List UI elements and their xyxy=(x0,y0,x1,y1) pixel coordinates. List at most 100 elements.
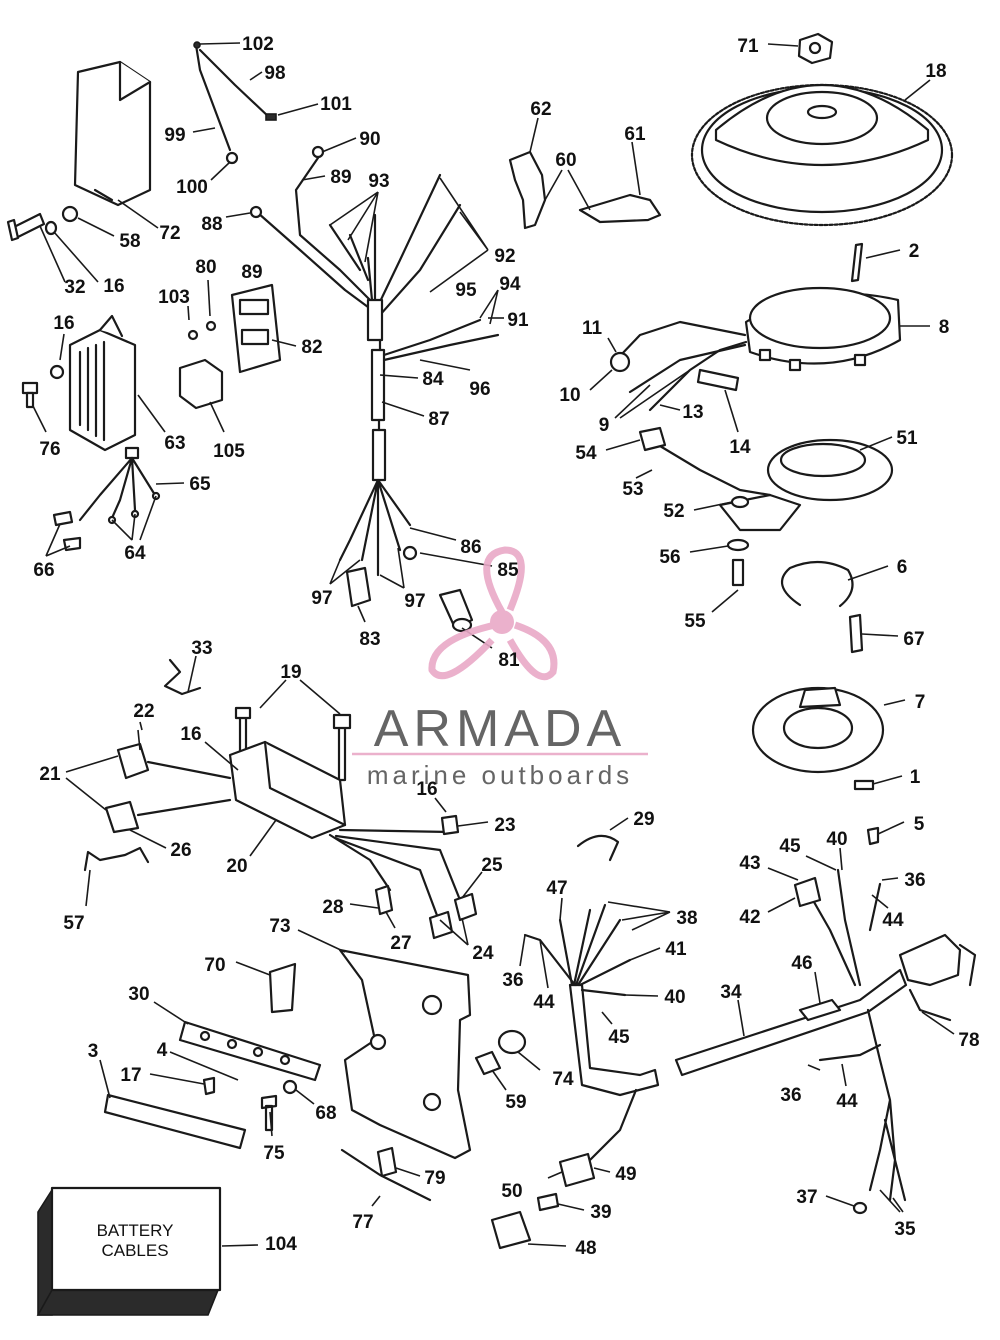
callout-65-28: 65 xyxy=(189,474,211,495)
part-45-harness-wrapped xyxy=(523,903,660,1188)
callout-90-9: 90 xyxy=(359,129,380,150)
callout-28-71: 28 xyxy=(322,897,343,918)
part-81-fuse-holder xyxy=(438,588,474,633)
part-22-coil xyxy=(116,742,150,780)
callout-1-58: 1 xyxy=(910,767,921,788)
part-62-spark-plug-boot xyxy=(508,150,547,230)
callout-51-50: 51 xyxy=(896,428,918,449)
callout-82-20: 82 xyxy=(301,337,322,358)
callout-53-51: 53 xyxy=(622,479,643,500)
callout-89-13: 89 xyxy=(241,262,262,283)
callout-105-27: 105 xyxy=(213,441,245,462)
part-16-washer-b xyxy=(49,364,65,380)
callout-38-77: 38 xyxy=(676,908,697,929)
callout-49-103: 49 xyxy=(615,1164,636,1185)
part-48-clamp xyxy=(490,1210,532,1250)
callout-64-29: 64 xyxy=(124,543,146,564)
callout-39-107: 39 xyxy=(590,1202,611,1223)
part-56-washer xyxy=(726,538,750,552)
part-70-bracket xyxy=(268,962,297,1014)
part-2-screw xyxy=(850,242,864,283)
callout-89-10: 89 xyxy=(330,167,351,188)
part-39-clip xyxy=(536,1192,560,1212)
callout-42-87: 42 xyxy=(739,907,760,928)
part-55-screw xyxy=(731,558,745,587)
callout-34-90: 34 xyxy=(720,982,742,1003)
callout-50-104: 50 xyxy=(501,1181,522,1202)
part-84-main-harness xyxy=(249,145,500,577)
part-63-regulator xyxy=(68,314,137,452)
part-73-mounting-plate xyxy=(338,948,472,1160)
callout-84-21: 84 xyxy=(422,369,444,390)
part-26-coil xyxy=(104,800,140,834)
callout-30-93: 30 xyxy=(128,984,149,1005)
part-58-washer xyxy=(61,205,79,223)
part-18-flywheel xyxy=(690,83,954,227)
callout-4-94: 4 xyxy=(157,1040,168,1061)
callout-44-80: 44 xyxy=(533,992,555,1013)
callout-16-8: 16 xyxy=(103,276,124,297)
callout-26-67: 26 xyxy=(170,840,191,861)
part-5-screw xyxy=(866,826,880,846)
part-34-main-harness xyxy=(674,868,977,1215)
callout-99-3: 99 xyxy=(164,125,185,146)
callout-23-66: 23 xyxy=(494,815,515,836)
part-98-wire-lead xyxy=(193,41,277,165)
callout-61-39: 61 xyxy=(624,124,646,145)
callout-44-102: 44 xyxy=(836,1091,858,1112)
callout-100-4: 100 xyxy=(176,177,208,198)
watermark-title: ARMADA xyxy=(374,700,626,758)
part-23-clamp xyxy=(440,814,460,836)
part-77-ground-strap xyxy=(340,1148,432,1202)
part-17-screw xyxy=(202,1076,216,1096)
part-16-washer xyxy=(44,220,58,236)
part-19-screw-b xyxy=(332,713,352,782)
callout-76-25: 76 xyxy=(39,439,60,460)
callout-74-100: 74 xyxy=(552,1069,574,1090)
callout-9-46: 9 xyxy=(599,415,610,436)
part-103-screw xyxy=(187,329,199,341)
part-32-screw xyxy=(6,212,46,242)
part-11-stator-leads xyxy=(609,320,748,412)
part-20-power-pack xyxy=(136,740,478,940)
callout-45-82: 45 xyxy=(608,1027,630,1048)
callout-71-40: 71 xyxy=(737,36,759,57)
callout-16-24: 16 xyxy=(53,313,74,334)
callout-19-61: 19 xyxy=(280,662,301,683)
part-30-terminal-strip xyxy=(178,1020,322,1082)
callout-57-70: 57 xyxy=(63,913,84,934)
part-6-retainer xyxy=(780,560,854,608)
callout-97-33: 97 xyxy=(311,588,332,609)
callout-87-22: 87 xyxy=(428,409,449,430)
callout-21-64: 21 xyxy=(39,764,61,785)
part-59-grommet xyxy=(474,1050,502,1076)
callout-46-89: 46 xyxy=(791,953,812,974)
callout-43-85: 43 xyxy=(739,853,760,874)
part-51-timer-base xyxy=(638,426,894,532)
callout-85-32: 85 xyxy=(497,560,519,581)
part-61-spark-plug-boot xyxy=(578,193,662,224)
callout-29-75: 29 xyxy=(633,809,654,830)
callout-104-111: 104 xyxy=(265,1234,297,1255)
callout-8-43: 8 xyxy=(939,317,950,338)
callout-96-23: 96 xyxy=(469,379,490,400)
callout-94-15: 94 xyxy=(499,274,521,295)
part-80-washer xyxy=(205,320,217,332)
callout-40-81: 40 xyxy=(664,987,685,1008)
callout-33-60: 33 xyxy=(191,638,212,659)
callout-47-76: 47 xyxy=(546,878,567,899)
callout-67-56: 67 xyxy=(903,629,924,650)
part-71-nut xyxy=(797,32,834,65)
part-29-clip xyxy=(576,834,620,862)
part-64-65-leads xyxy=(52,446,161,552)
callout-77-106: 77 xyxy=(352,1212,373,1233)
callout-93-11: 93 xyxy=(368,171,389,192)
part-1-pin xyxy=(853,779,875,791)
callout-60-38: 60 xyxy=(555,150,576,171)
part-7-armature-plate xyxy=(751,686,885,774)
callout-7-57: 7 xyxy=(915,692,926,713)
callout-22-62: 22 xyxy=(133,701,154,722)
